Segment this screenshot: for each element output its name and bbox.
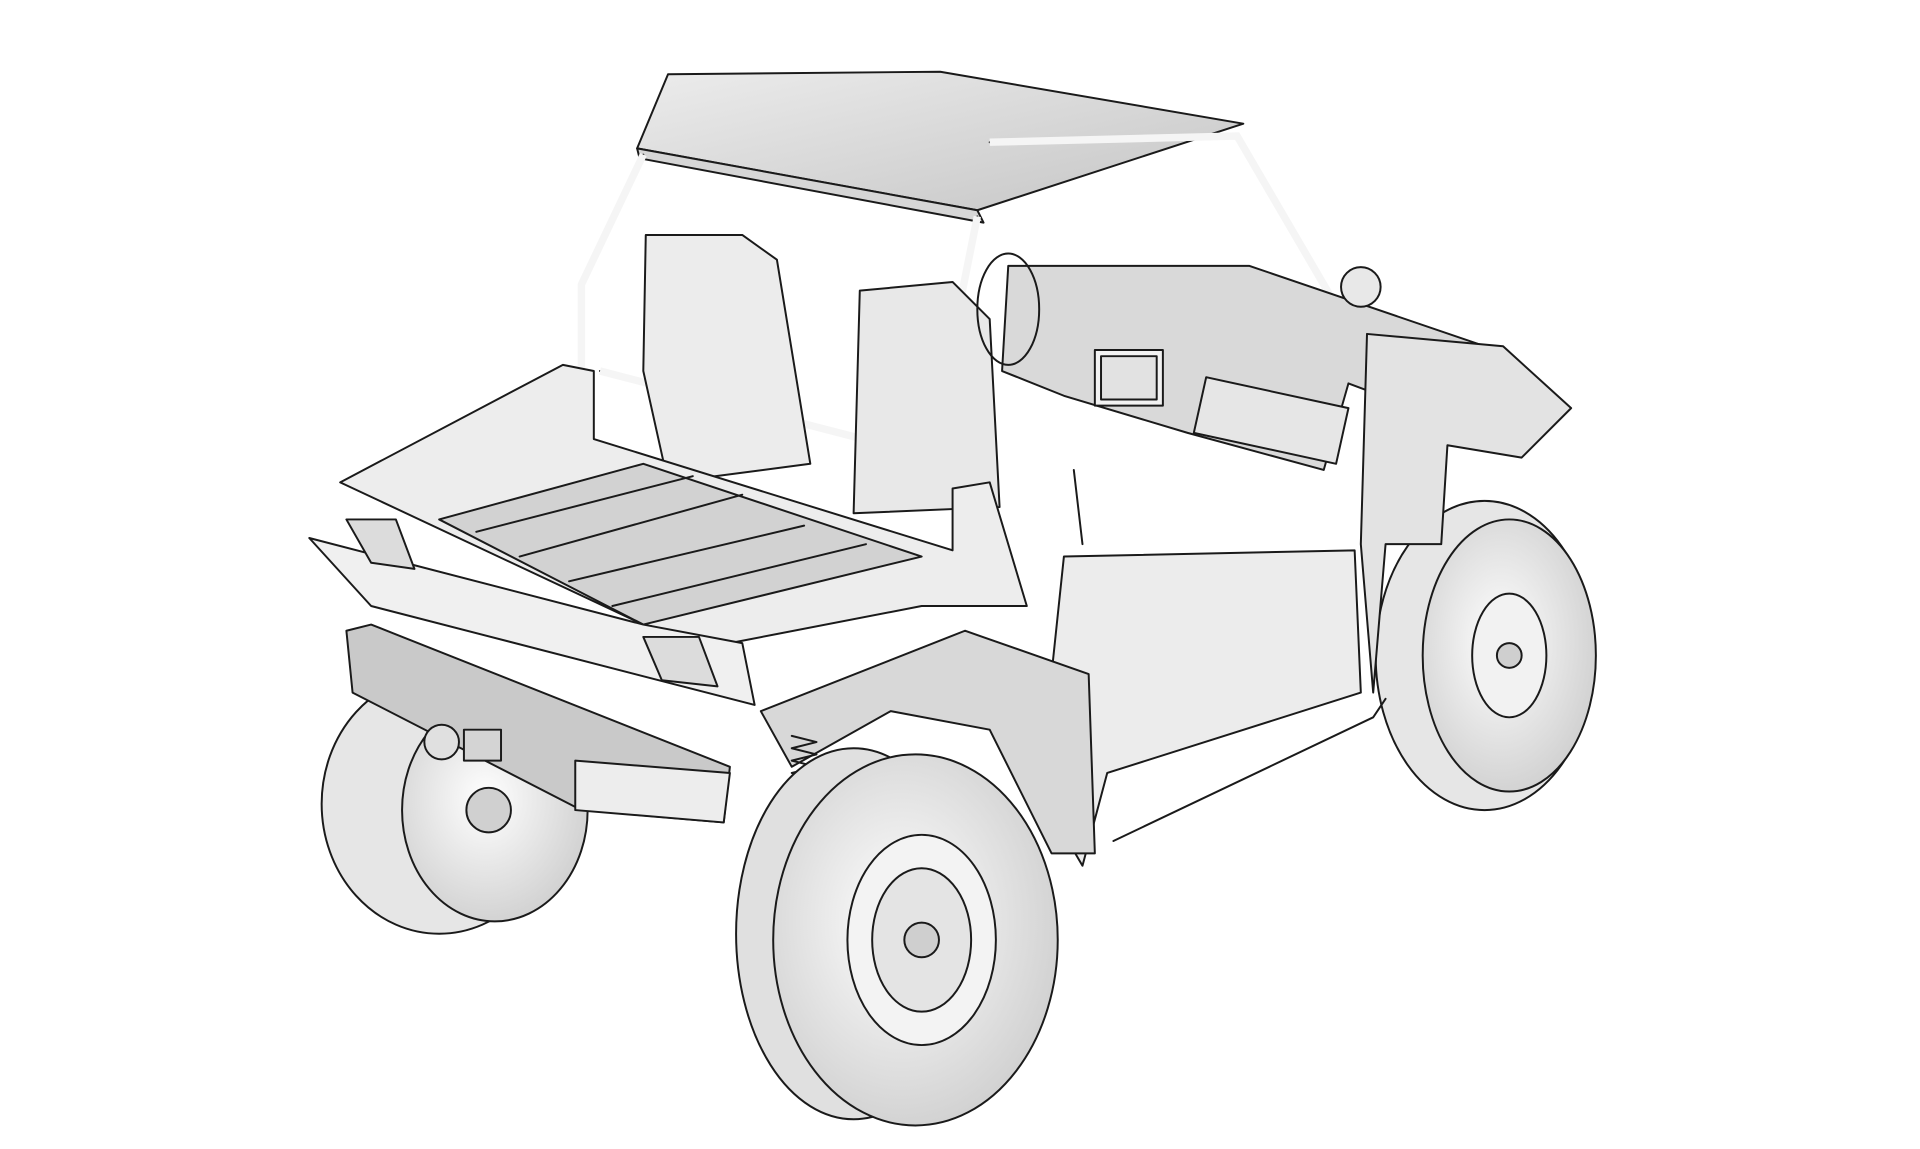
taillight-left bbox=[345, 518, 416, 570]
bed-floor bbox=[438, 462, 923, 626]
side-step-bar bbox=[1112, 697, 1387, 842]
hub bbox=[903, 921, 940, 959]
mirror bbox=[1340, 266, 1382, 308]
wheel-rear-right bbox=[735, 747, 1059, 1127]
seat-right bbox=[852, 280, 1001, 515]
steering-wheel bbox=[976, 252, 1041, 366]
seat-left bbox=[642, 233, 812, 484]
gear-shifter bbox=[1072, 468, 1084, 546]
wheel-front-right bbox=[1374, 499, 1597, 812]
rear-bumper bbox=[345, 623, 731, 824]
rear-panel bbox=[308, 536, 756, 706]
tow-hitch bbox=[423, 723, 460, 761]
taillight-right bbox=[642, 635, 719, 688]
front-fender bbox=[1359, 332, 1573, 694]
dashboard bbox=[976, 252, 1505, 546]
rear-fender bbox=[759, 629, 1096, 855]
roof-edge bbox=[636, 147, 985, 224]
cargo-bed bbox=[308, 363, 1028, 706]
glovebox bbox=[1192, 376, 1350, 465]
